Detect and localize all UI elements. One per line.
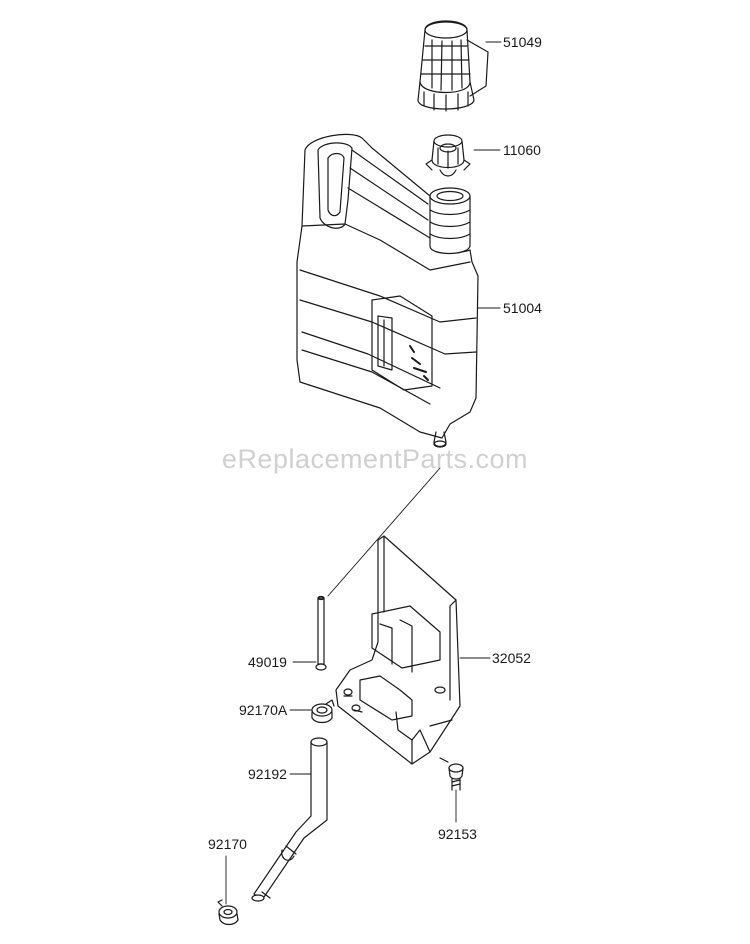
- part-label-clamp-upper: 92170A: [239, 702, 288, 718]
- part-label-cap: 51049: [503, 34, 542, 50]
- fuel-hose-drawing: [251, 737, 328, 902]
- part-label-bracket: 32052: [492, 650, 531, 666]
- part-label-strainer: 11060: [503, 142, 541, 158]
- fuel-cap-drawing: [417, 20, 489, 112]
- leader-lines: [225, 41, 502, 905]
- part-label-clamp-lower: 92170: [208, 836, 247, 852]
- tank-bracket-drawing: [335, 535, 461, 765]
- clamp-upper-drawing: [311, 699, 335, 724]
- fuel-tank-drawing: [296, 133, 479, 448]
- strainer-drawing: [425, 134, 471, 177]
- bolt-drawing: [439, 757, 464, 791]
- watermark-text: eReplacementParts.com: [221, 444, 529, 474]
- clamp-lower-drawing: [217, 899, 239, 926]
- pipe-route-line: [327, 467, 441, 597]
- part-label-bolt: 92153: [438, 826, 477, 842]
- part-label-tank: 51004: [503, 300, 542, 316]
- part-label-pipe: 49019: [248, 654, 287, 670]
- fuel-pipe-drawing: [315, 595, 327, 671]
- part-label-hose: 92192: [248, 766, 287, 782]
